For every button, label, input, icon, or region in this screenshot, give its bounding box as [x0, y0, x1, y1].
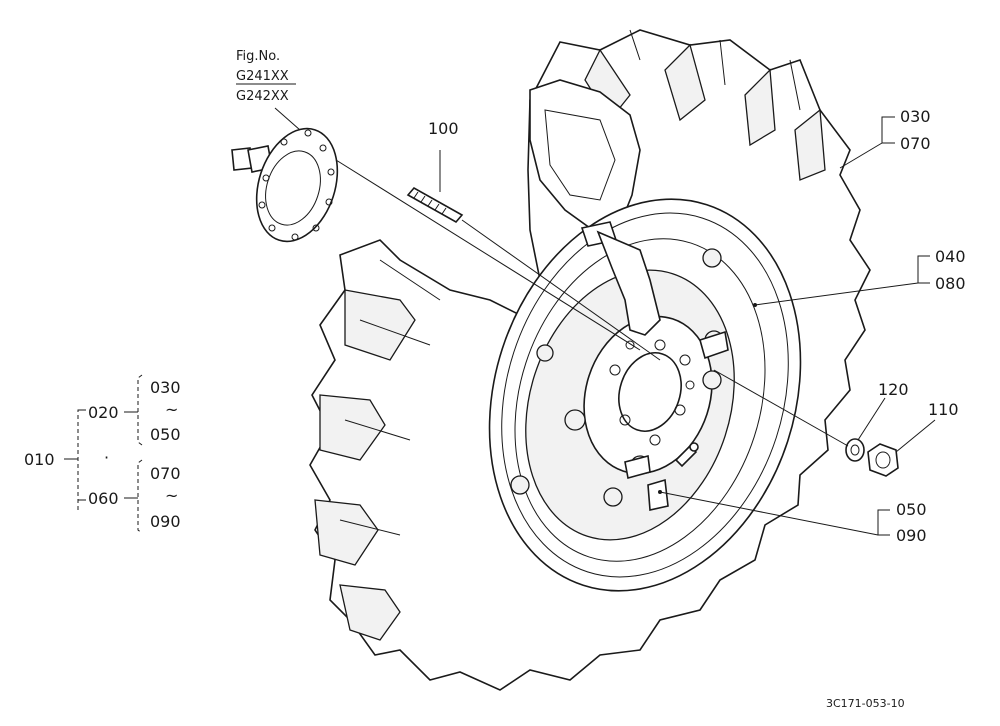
rim-brackets: [580, 221, 729, 511]
washer-and-nut: [845, 438, 899, 477]
fig-no-label: Fig.No.: [236, 49, 280, 64]
tree-tilde-1: ~: [165, 400, 178, 419]
callout-120: 120: [878, 380, 909, 399]
callout-070: 070: [900, 134, 931, 153]
tree-020: 020: [88, 403, 119, 422]
stud-bolt: [406, 186, 464, 224]
callout-110: 110: [928, 400, 959, 419]
fig-code-2: G242XX: [236, 89, 289, 104]
tree-090: 090: [150, 512, 181, 531]
callout-030: 030: [900, 107, 931, 126]
tree-tilde-2: ~: [165, 486, 178, 505]
callout-labels: 100 030 070 040 080 120 110 050 090: [428, 107, 966, 545]
tree-060: 060: [88, 489, 119, 508]
tree-labels: 010 · 020 030 ~ 050 060 070 ~ 090: [24, 378, 181, 531]
callout-090: 090: [896, 526, 927, 545]
callout-100: 100: [428, 119, 459, 138]
leader-lines: [274, 107, 936, 536]
fig-code-1: G241XX: [236, 69, 289, 84]
wheel-disc: [583, 315, 713, 475]
hub-flange: [231, 127, 339, 243]
callout-080: 080: [935, 274, 966, 293]
valve-stem: [674, 442, 699, 468]
tree-070: 070: [150, 464, 181, 483]
assembly-tree: [64, 374, 143, 534]
tree-dot: ·: [104, 448, 109, 467]
callout-050: 050: [896, 500, 927, 519]
tire-lugs-left: [314, 259, 441, 641]
tree-050: 050: [150, 425, 181, 444]
footer-code: 3C171-053-10: [826, 697, 905, 710]
callout-040: 040: [935, 247, 966, 266]
tree-root-010: 010: [24, 450, 55, 469]
tire-lugs-top: [584, 29, 826, 181]
fig-header: Fig.No. G241XX G242XX: [236, 49, 296, 104]
tree-030: 030: [150, 378, 181, 397]
